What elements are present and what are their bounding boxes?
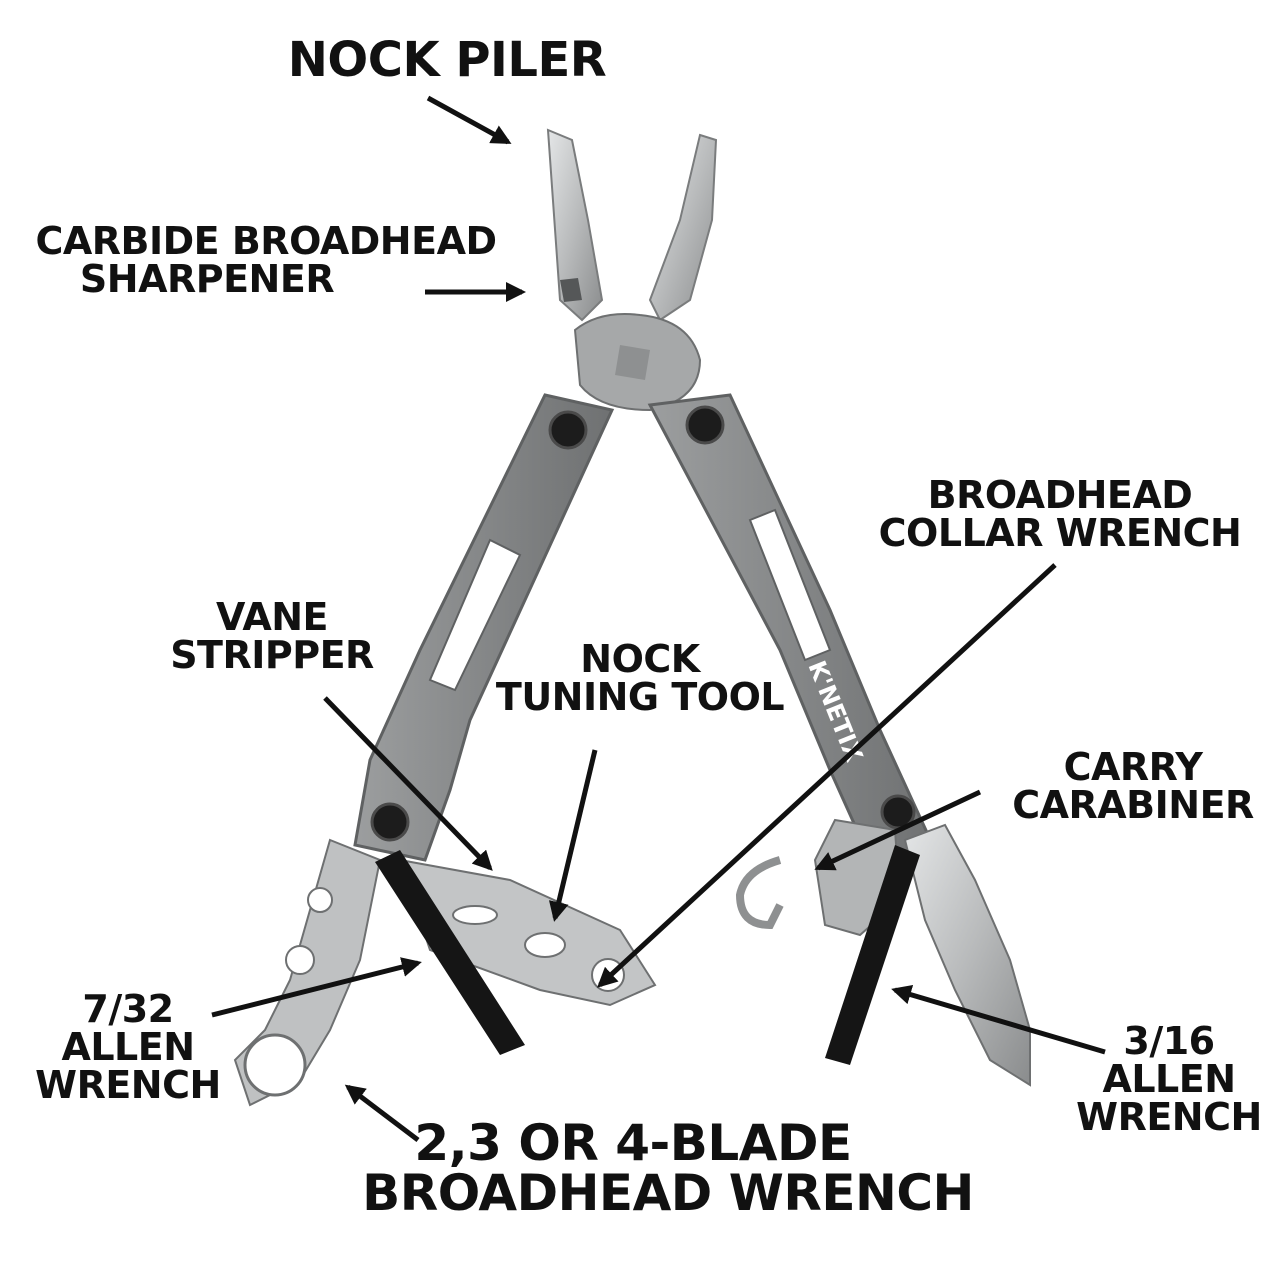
- nock-plier-arrow-icon: [426, 95, 512, 145]
- vane-stripper-label: VANE STRIPPER: [170, 595, 374, 677]
- callout-arrows: [211, 95, 1106, 1142]
- knife-blade: [903, 823, 1031, 1087]
- vane-stripper-arrow-icon: [323, 696, 493, 871]
- allen-key-316: [825, 845, 920, 1065]
- left-tool-stack: [233, 838, 657, 1107]
- sharpener-notch: [560, 278, 582, 302]
- right-handle: K'NETIX: [647, 393, 938, 872]
- carabiner-label: CARRY CARABINER: [1012, 745, 1254, 827]
- broadhead-wrench-label: 2,3 OR 4-BLADE BROADHEAD WRENCH: [362, 1114, 974, 1222]
- carabiner-arrow-icon: [814, 789, 982, 871]
- left-handle: [353, 393, 615, 862]
- allen-316-arrow-icon: [891, 984, 1106, 1055]
- right-jaw: [648, 133, 718, 322]
- allen-732-arrow-icon: [211, 957, 422, 1018]
- broadhead-wrench-arrow-icon: [344, 1084, 420, 1142]
- nock-tuning-label: NOCK TUNING TOOL: [495, 637, 785, 719]
- left-bottom-rivet: [370, 802, 410, 842]
- carabiner-hook: [735, 856, 784, 930]
- allen-316-label: 3/16 ALLEN WRENCH: [1076, 1019, 1262, 1139]
- collar-wrench-arrow-icon: [597, 563, 1057, 988]
- plier-jaws: [546, 128, 718, 322]
- nock-tuning-arrow-icon: [548, 749, 598, 922]
- sharpener-label: CARBIDE BROADHEAD SHARPENER: [35, 219, 497, 301]
- left-top-rivet: [548, 410, 588, 450]
- allen-key-732: [375, 850, 525, 1055]
- left-jaw: [546, 128, 604, 322]
- collar-wrench-label: BROADHEAD COLLAR WRENCH: [878, 473, 1242, 555]
- left-handle-cutout: [428, 538, 522, 692]
- broadhead-wrench-ring: [243, 1033, 307, 1097]
- pivot-hub: [573, 313, 702, 412]
- right-tool-stack: [735, 818, 1031, 1087]
- right-top-rivet: [685, 405, 725, 445]
- nock-plier-label: NOCK PILER: [287, 32, 607, 88]
- right-handle-cutout: [748, 508, 832, 662]
- allen-732-label: 7/32 ALLEN WRENCH: [35, 987, 221, 1107]
